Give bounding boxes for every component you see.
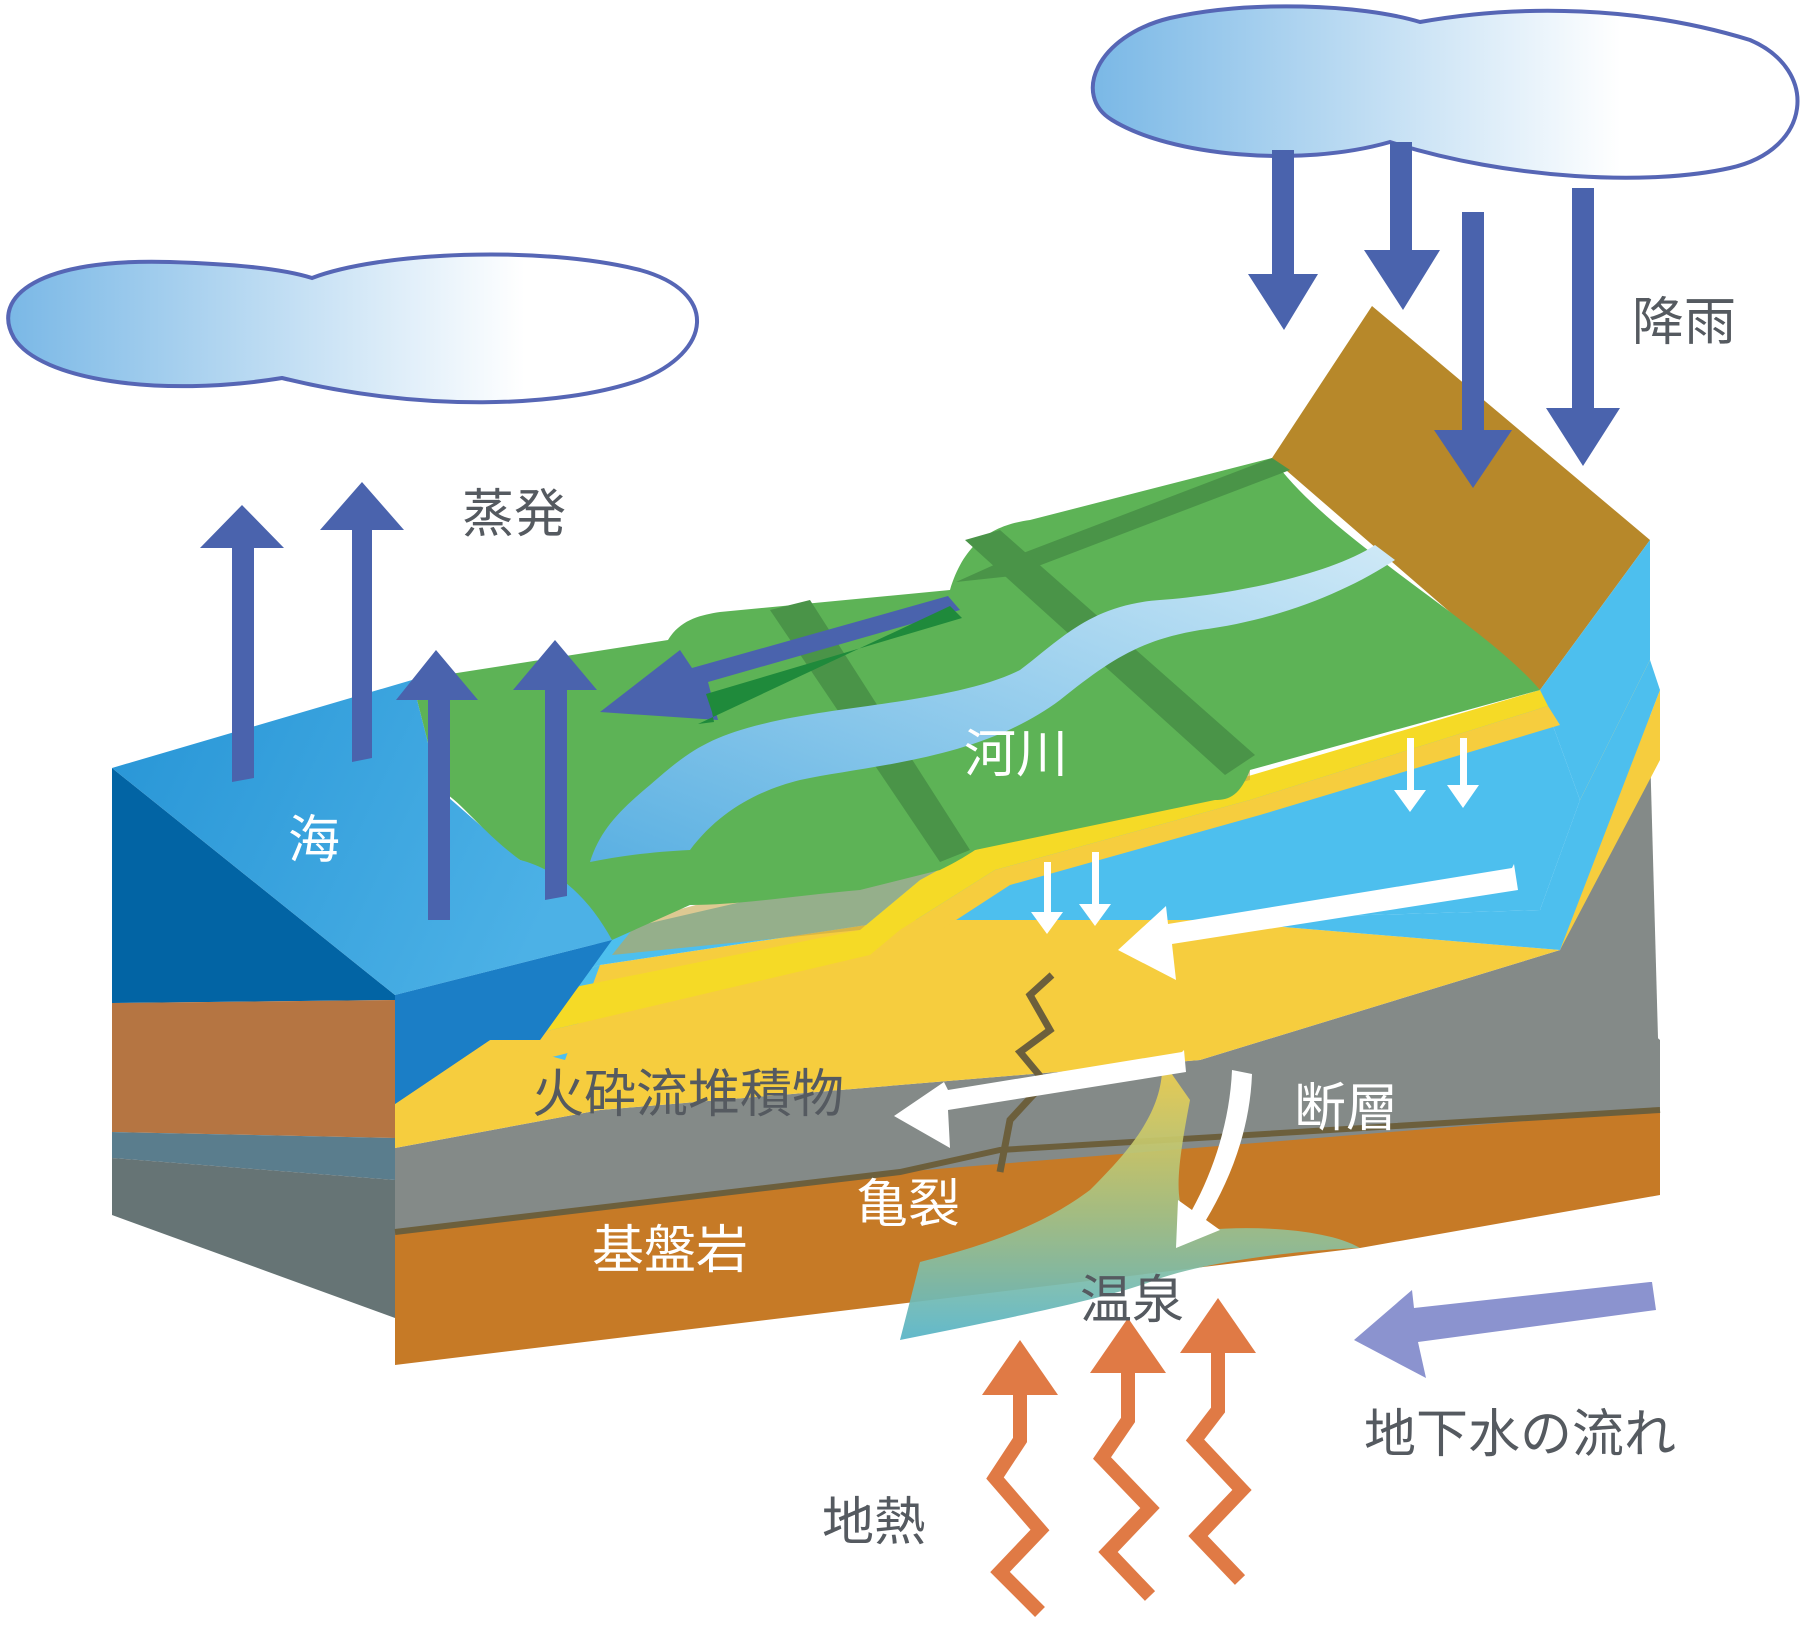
label-river: 河川 [964,725,1068,785]
geothermal-heat-arrows [986,1336,1252,1617]
label-bedrock: 基盤岩 [592,1221,748,1281]
evaporation-arrows [200,482,597,920]
label-hot-spring: 温泉 [1080,1271,1184,1331]
groundwater-white-arrows [580,864,1518,1398]
river-flow-arrow [600,596,962,724]
label-sea: 海 [288,811,340,871]
label-evaporation: 蒸発 [462,485,566,545]
groundwater-flow-arrow [1354,1282,1656,1378]
geothermal-arrowheads [982,1298,1256,1395]
label-geothermal: 地熱 [822,1493,926,1553]
rainfall-arrows [1248,142,1620,488]
label-rainfall: 降雨 [1632,293,1736,353]
river [590,545,1395,862]
layer-pyroclastic [395,690,1660,1148]
cloud-left [6,252,699,405]
mountain-slope [1272,306,1650,690]
crack-line [996,972,1055,1173]
cloud-right [1090,4,1800,180]
label-fault: 断層 [1294,1079,1398,1139]
label-crack: 亀裂 [856,1175,960,1235]
infiltration-arrows [1031,738,1479,934]
sea-front [395,940,612,1104]
label-groundwater-flow: 地下水の流れ [1364,1405,1676,1465]
label-pyroclastic-deposit: 火砕流堆積物 [532,1065,844,1125]
hot-spring-plume [900,1060,1360,1340]
bedrock-boundary [394,1107,1661,1235]
block-left-face [112,768,395,1318]
